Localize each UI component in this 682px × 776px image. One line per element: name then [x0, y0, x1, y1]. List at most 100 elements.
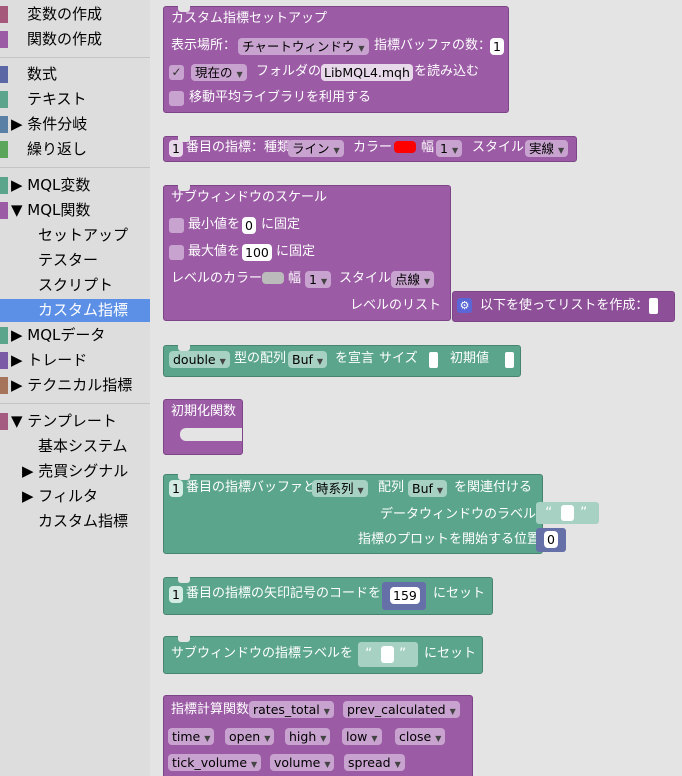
subwindow-scale-block[interactable]: サブウィンドウのスケール 最小値を 0 に固定 最大値を 100 に固定 レベル…	[163, 185, 451, 321]
category-mql-functions[interactable]: ▼ MQL関数	[0, 199, 150, 222]
type-dropdown[interactable]: double▼	[169, 351, 230, 368]
string-text-input[interactable]	[561, 505, 574, 521]
buffer-label: 番目の指標バッファと	[186, 480, 317, 495]
input-socket[interactable]	[649, 298, 658, 314]
init-value-socket[interactable]	[505, 352, 514, 368]
custom-indicator-setup-block[interactable]: カスタム指標セットアップ 表示場所： チャートウィンドウ▼ 指標バッファの数： …	[163, 6, 509, 113]
block-title: カスタム指標セットアップ	[171, 11, 328, 26]
number-block[interactable]: 159	[382, 582, 426, 610]
buffer-array-dropdown[interactable]: Buf▼	[408, 480, 448, 497]
array-name-dropdown[interactable]: Buf▼	[288, 351, 328, 368]
calc-function-block[interactable]: 指標計算関数 rates_total▼ prev_calculated▼ tim…	[163, 695, 473, 776]
series-dropdown[interactable]: 時系列▼	[312, 480, 368, 497]
category-trade-signals[interactable]: ▶ 売買シグナル	[22, 462, 129, 480]
param-close[interactable]: close▼	[395, 728, 446, 745]
block-workspace[interactable]: カスタム指標セットアップ 表示場所： チャートウィンドウ▼ 指標バッファの数： …	[150, 0, 682, 776]
arrow-code-input[interactable]: 159	[390, 587, 420, 604]
create-list-block[interactable]: ⚙ 以下を使ってリストを作成：	[452, 291, 675, 322]
max-fixed-checkbox[interactable]	[169, 245, 184, 260]
string-literal-block[interactable]: “ ”	[358, 642, 418, 667]
chevron-down-icon: ▼	[316, 357, 324, 366]
param-spread[interactable]: spread▼	[344, 754, 405, 771]
display-location-dropdown[interactable]: チャートウィンドウ▼	[238, 38, 369, 55]
size-socket[interactable]	[429, 352, 438, 368]
param-tick-volume[interactable]: tick_volume▼	[168, 754, 262, 771]
indicator-buffer-block[interactable]: 1 番目の指標バッファと 時系列▼ 配列 Buf▼ を関連付ける データウィンド…	[163, 474, 543, 554]
buffer-index-input[interactable]: 1	[169, 480, 183, 497]
color-label: カラー	[353, 140, 393, 155]
block-title: 指標計算関数	[171, 702, 250, 717]
string-text-input[interactable]	[381, 646, 394, 663]
block-notch	[178, 474, 190, 480]
check-icon: ✓	[171, 65, 182, 79]
level-style-dropdown[interactable]: 点線▼	[391, 271, 435, 288]
max-label: 最大値を	[188, 244, 241, 259]
chevron-down-icon: ▼	[424, 277, 431, 286]
data-window-label: データウィンドウのラベル	[380, 507, 537, 522]
param-high[interactable]: high▼	[285, 728, 331, 745]
param-time[interactable]: time▼	[168, 728, 215, 745]
category-custom-indicator-template[interactable]: カスタム指標	[38, 512, 129, 530]
min-value-input[interactable]: 0	[242, 217, 256, 234]
style-dropdown[interactable]: 実線▼	[525, 140, 569, 157]
category-math[interactable]: 数式	[0, 63, 150, 86]
category-trade[interactable]: ▶ トレード	[0, 349, 150, 372]
chevron-down-icon: ▼	[394, 760, 401, 769]
statement-input[interactable]	[180, 428, 242, 441]
line-type-dropdown[interactable]: ライン▼	[288, 140, 344, 157]
include-checkbox[interactable]: ✓	[169, 65, 184, 80]
category-color-swatch	[0, 177, 8, 194]
gear-icon[interactable]: ⚙	[457, 298, 472, 313]
plot-start-input[interactable]: 0	[544, 531, 558, 548]
param-low[interactable]: low▼	[342, 728, 382, 745]
category-functions[interactable]: 関数の作成	[0, 28, 150, 51]
min-fixed-checkbox[interactable]	[169, 218, 184, 233]
init-function-block[interactable]: 初期化関数	[163, 399, 243, 455]
param-volume[interactable]: volume▼	[270, 754, 335, 771]
max-suffix: に固定	[276, 244, 316, 259]
category-mql-variables[interactable]: ▶ MQL変数	[0, 174, 150, 197]
category-text[interactable]: テキスト	[0, 88, 150, 111]
level-list-label: レベルのリスト	[350, 298, 442, 313]
param-open[interactable]: open▼	[225, 728, 275, 745]
width-dropdown[interactable]: 1▼	[436, 140, 463, 157]
category-basic-system[interactable]: 基本システム	[38, 437, 128, 455]
category-variables[interactable]: 変数の作成	[0, 3, 150, 26]
number-block[interactable]: 0	[536, 528, 566, 552]
category-script[interactable]: スクリプト	[38, 276, 114, 294]
separator	[0, 403, 150, 404]
string-literal-block[interactable]: “ ”	[536, 502, 599, 524]
category-setup[interactable]: セットアップ	[38, 226, 129, 244]
param-rates-total[interactable]: rates_total▼	[249, 701, 334, 718]
level-color-swatch[interactable]	[262, 272, 284, 284]
chevron-down-icon: ▼	[558, 146, 565, 155]
indicator-index-input[interactable]: 1	[169, 140, 183, 157]
arrow-index-input[interactable]: 1	[169, 586, 183, 603]
category-technical-indicators[interactable]: ▶ テクニカル指標	[0, 374, 150, 397]
ma-library-checkbox[interactable]	[169, 91, 184, 106]
create-list-label: 以下を使ってリストを作成：	[480, 298, 649, 313]
block-notch	[178, 577, 190, 583]
param-prev-calculated[interactable]: prev_calculated▼	[343, 701, 460, 718]
category-custom-indicator[interactable]: カスタム指標	[0, 299, 150, 322]
category-templates[interactable]: ▼ テンプレート	[0, 410, 150, 433]
color-swatch[interactable]	[394, 141, 416, 153]
block-notch	[178, 345, 190, 351]
chevron-down-icon: ▼	[264, 734, 271, 743]
max-value-input[interactable]: 100	[242, 244, 272, 261]
arrow-code-block[interactable]: 1 番目の指標の矢印記号のコードを 159 にセット	[163, 577, 493, 615]
subwindow-label-block[interactable]: サブウィンドウの指標ラベルを “ ” にセット	[163, 636, 483, 674]
category-loops[interactable]: 繰り返し	[0, 138, 150, 161]
display-location-label: 表示場所：	[171, 38, 237, 53]
category-tester[interactable]: テスター	[38, 251, 99, 269]
folder-dropdown[interactable]: 現在の▼	[191, 64, 247, 81]
buffer-count-input[interactable]: 1	[490, 38, 504, 55]
category-logic[interactable]: ▶ 条件分岐	[0, 113, 150, 136]
array-declaration-block[interactable]: double▼ 型の配列 Buf▼ を宣言 サイズ 初期値	[163, 345, 521, 377]
category-filters[interactable]: ▶ フィルタ	[22, 487, 99, 505]
indicator-type-block[interactable]: 1 番目の指標：種類 ライン▼ カラー 幅 1▼ スタイル 実線▼	[163, 136, 577, 162]
file-name-input[interactable]: LibMQL4.mqh	[321, 64, 413, 81]
category-mql-data[interactable]: ▶ MQLデータ	[0, 324, 150, 347]
level-width-dropdown[interactable]: 1▼	[305, 271, 332, 288]
category-color-swatch	[0, 202, 8, 219]
